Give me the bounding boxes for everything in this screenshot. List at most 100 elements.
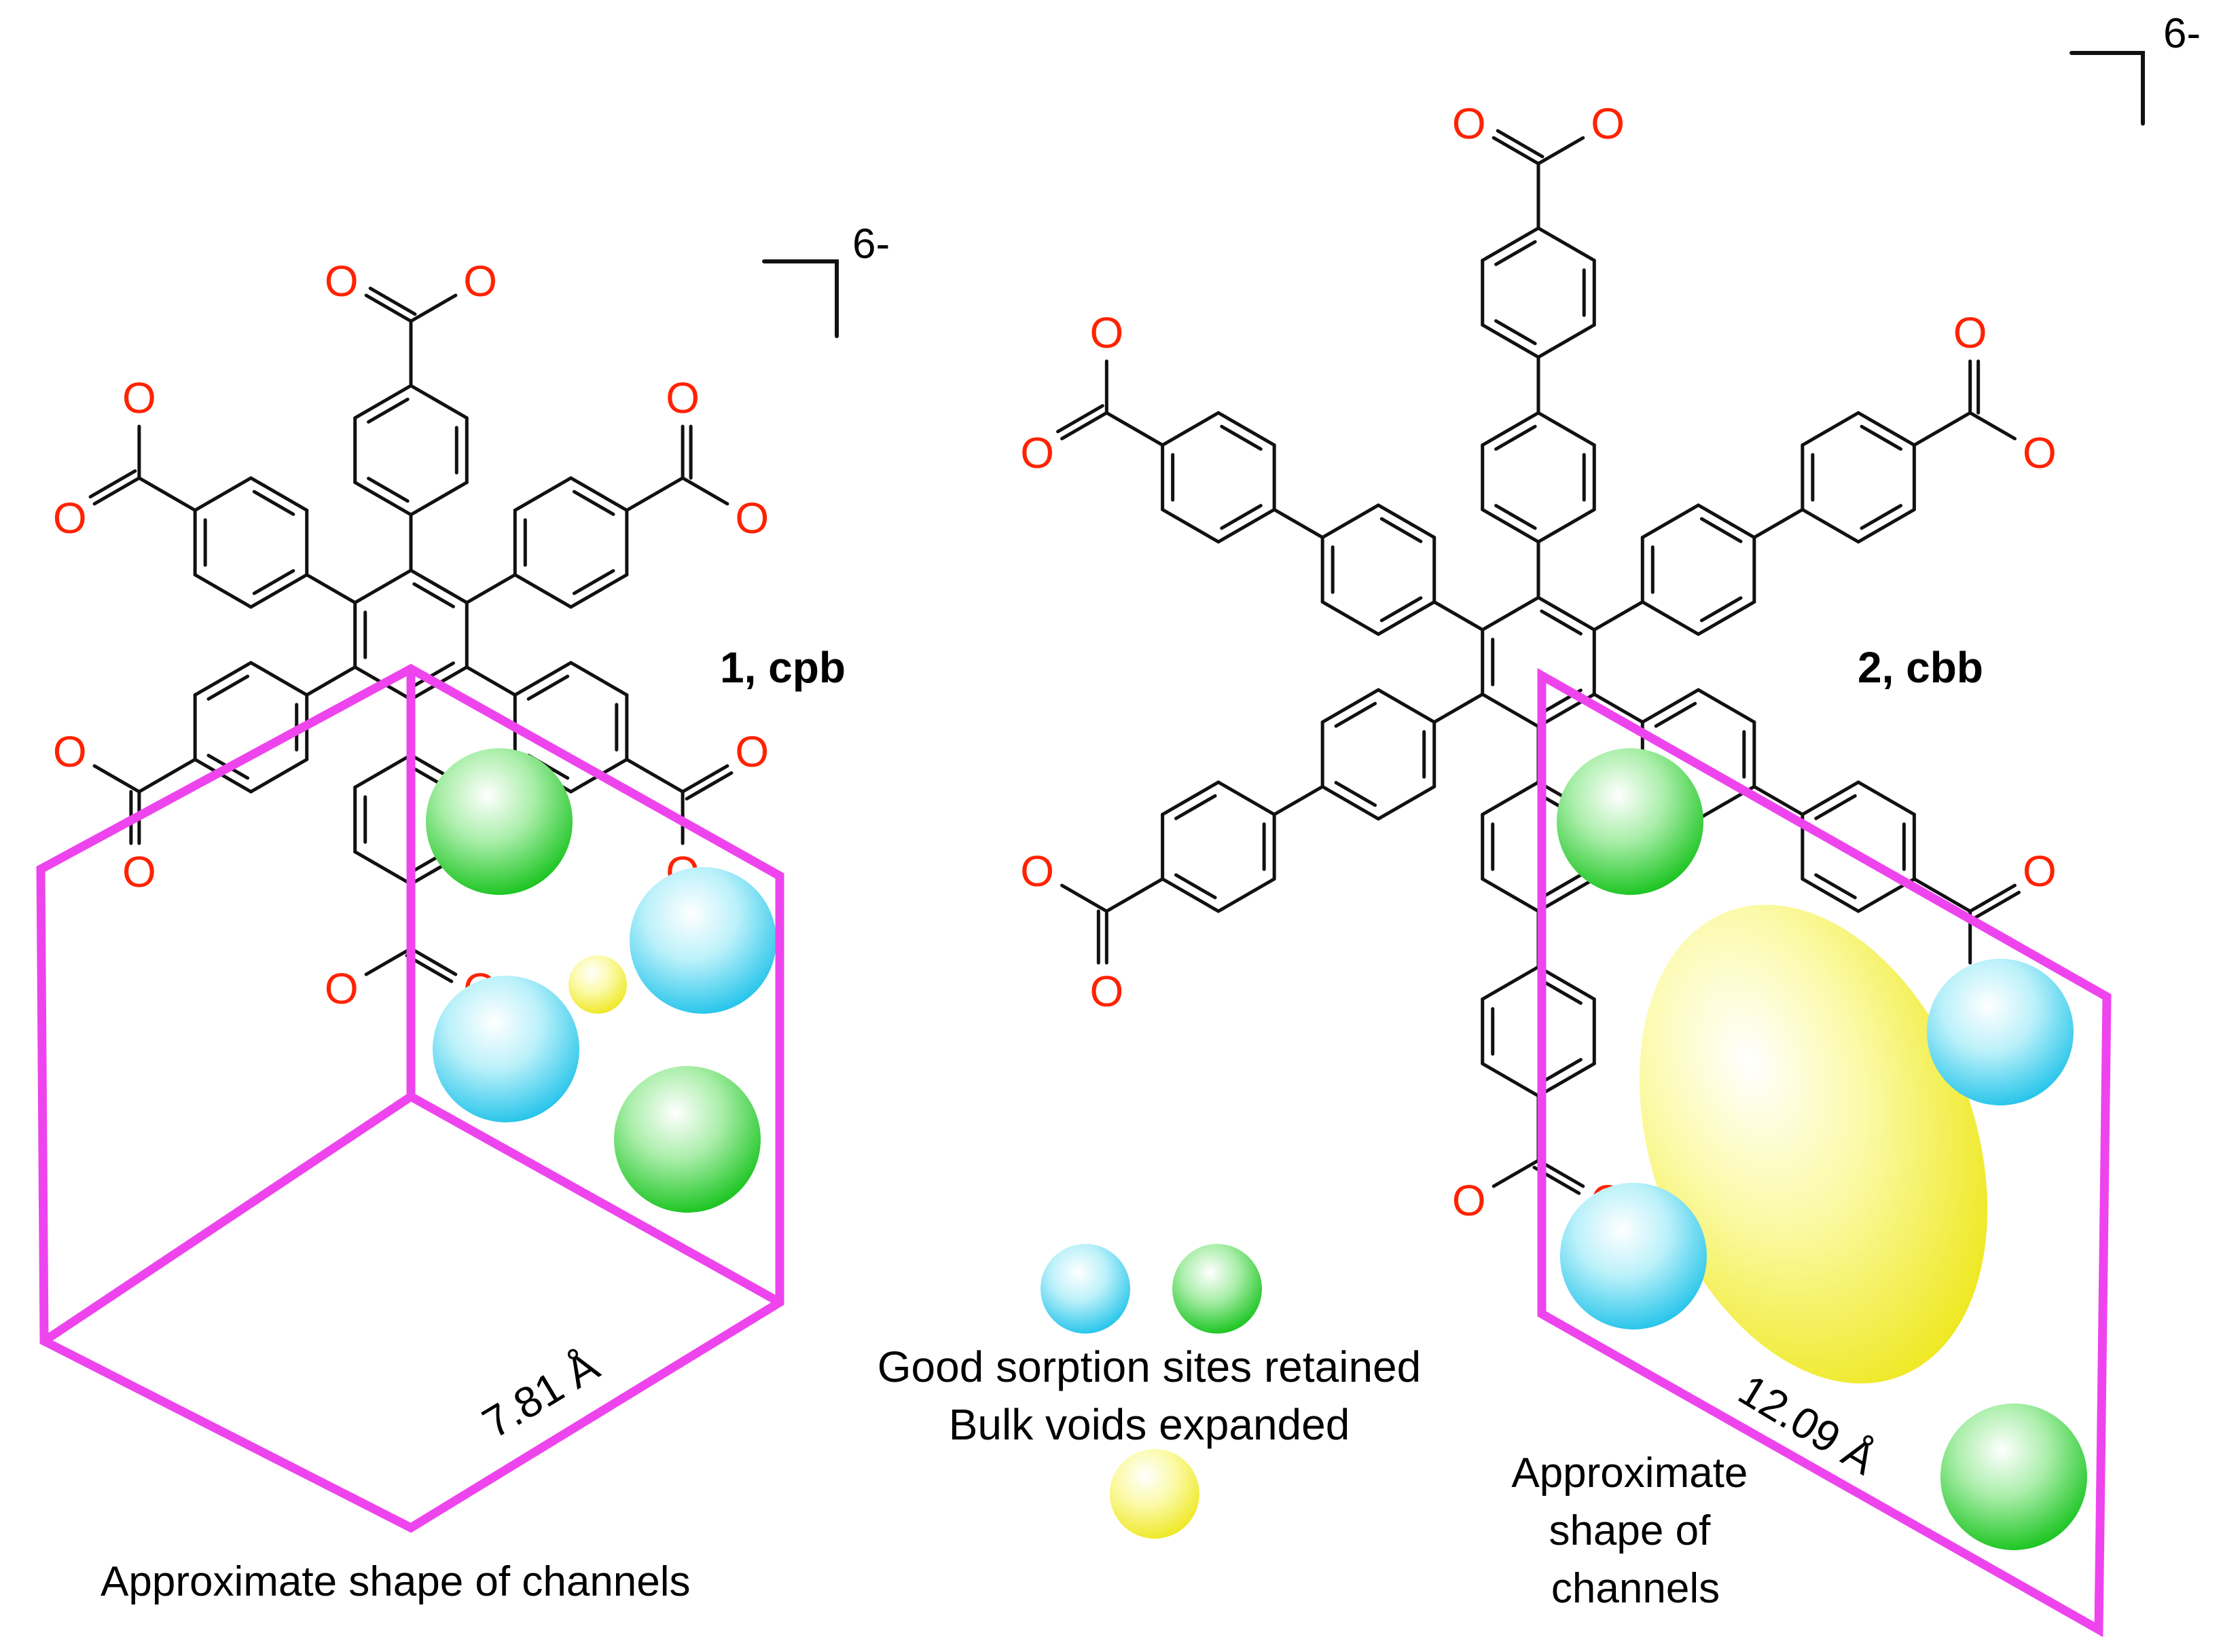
legend-voids-text: Bulk voids expanded (949, 1400, 1350, 1449)
ring-double-bond (1540, 873, 1583, 900)
ring-bond (1216, 411, 1276, 447)
oxygen-label: O (1020, 428, 1054, 477)
carboxyl-bond (1912, 411, 1972, 447)
ring-bond (1536, 323, 1596, 359)
oxygen-label: O (122, 373, 156, 422)
ring-bond (1161, 508, 1221, 544)
linker-bond (465, 665, 517, 697)
ring-bond (249, 573, 309, 609)
carboxyl-double-bond (88, 469, 137, 499)
carboxyl-bond (1968, 883, 2017, 913)
oxygen-label: O (1953, 308, 1987, 357)
ring-bond (1801, 508, 1860, 544)
charge-bracket-2: 6- (2070, 10, 2201, 126)
carboxyl-bond (1536, 136, 1585, 166)
ring-bond (1161, 780, 1221, 816)
green-sorption-site (1557, 748, 1703, 895)
linker-bond (465, 573, 517, 604)
carboxyl-bond (1968, 411, 2017, 441)
ring-bond (1216, 508, 1276, 544)
legend-cyan-site (1041, 1244, 1130, 1334)
carboxyl-bond (137, 758, 197, 794)
ring-double-bond (206, 674, 250, 701)
ring-double-bond (1174, 794, 1217, 820)
ring-bond (1801, 780, 1860, 816)
oxygen-label: O (1089, 967, 1123, 1016)
oxygen-label: O (2023, 847, 2057, 896)
ring-bond (1320, 688, 1380, 724)
ring-bond (1481, 508, 1540, 544)
carboxyl-bond (409, 293, 458, 323)
ring-bond (1481, 411, 1540, 447)
ring-bond (249, 661, 309, 697)
linker-bond (1592, 693, 1644, 724)
linker-bond (1752, 508, 1805, 539)
ring-bond (409, 568, 469, 604)
carboxyl-bond (92, 764, 141, 794)
channel-caption-2: Approximate shape of channels (1511, 1450, 1759, 1612)
ring-bond (1536, 1062, 1596, 1098)
ring-double-bond (1220, 424, 1263, 451)
ring-bond (513, 476, 573, 512)
channel-cell-2 (1537, 667, 2112, 1638)
ring-bond (1376, 600, 1436, 636)
ring-double-bond (1379, 596, 1423, 623)
ring-double-bond (1699, 517, 1743, 543)
carboxyl-bond (625, 758, 685, 794)
ring-double-bond (1540, 609, 1583, 636)
linker-bond (1592, 600, 1644, 631)
ring-double-bond (1494, 424, 1537, 451)
channel-caption-2-line-2: shape of (1549, 1507, 1711, 1554)
ring-double-bond (367, 397, 410, 424)
ring-bond (1801, 411, 1860, 447)
ring-bond (409, 481, 469, 517)
ring-bond (353, 568, 413, 604)
linker-bond (1752, 785, 1805, 816)
ring-bond (1697, 688, 1756, 724)
oxygen-label: O (53, 494, 87, 543)
carboxyl-bond (1104, 411, 1165, 447)
oxygen-label: O (1089, 308, 1123, 357)
channel-cell-1 (36, 663, 784, 1533)
ring-bond (1481, 965, 1540, 1001)
ring-double-bond (367, 477, 410, 503)
ring-bond (1161, 877, 1221, 913)
ring-double-bond (1699, 596, 1743, 623)
ring-bond (1481, 1062, 1540, 1098)
carboxyl-bond (1492, 136, 1540, 166)
ring-bond (569, 573, 629, 609)
oxygen-label: O (1452, 99, 1486, 148)
ring-double-bond (1860, 424, 1903, 451)
linker-bond (1272, 508, 1324, 539)
ring-bond (513, 661, 573, 697)
ring-bond (569, 661, 629, 697)
ring-double-bond (1540, 978, 1583, 1005)
ring-double-bond (1220, 504, 1263, 530)
oxygen-label: O (122, 847, 156, 896)
oxygen-label: O (53, 727, 87, 776)
ring-bond (1481, 693, 1540, 729)
oxygen-label: O (1452, 1176, 1486, 1225)
ring-double-bond (252, 569, 295, 595)
pore-size-1: 7.81 Å (474, 1341, 607, 1448)
ring-bond (569, 476, 629, 512)
carboxyl-bond (1492, 1158, 1540, 1188)
carboxyl-double-bond (1056, 404, 1104, 434)
carboxyl-bond (1060, 883, 1108, 913)
carboxyl-bond (681, 476, 729, 506)
ring-bond (1481, 226, 1540, 262)
ring-bond (1536, 411, 1596, 447)
compound-2-label: 2, cbb (1858, 643, 1983, 692)
ring-double-bond (572, 569, 615, 595)
ring-double-bond (1814, 873, 1857, 900)
cyan-sorption-site (433, 976, 579, 1122)
ring-double-bond (572, 490, 615, 516)
carboxyl-double-bond (1972, 890, 2021, 920)
legend-yellow-void (1110, 1449, 1199, 1539)
green-sorption-site (614, 1066, 761, 1213)
ring-bond (1856, 411, 1916, 447)
ring-bond (1320, 785, 1380, 821)
charge-label-1: 6- (852, 221, 890, 268)
ring-bond (1161, 411, 1221, 447)
ring-bond (1320, 600, 1380, 636)
